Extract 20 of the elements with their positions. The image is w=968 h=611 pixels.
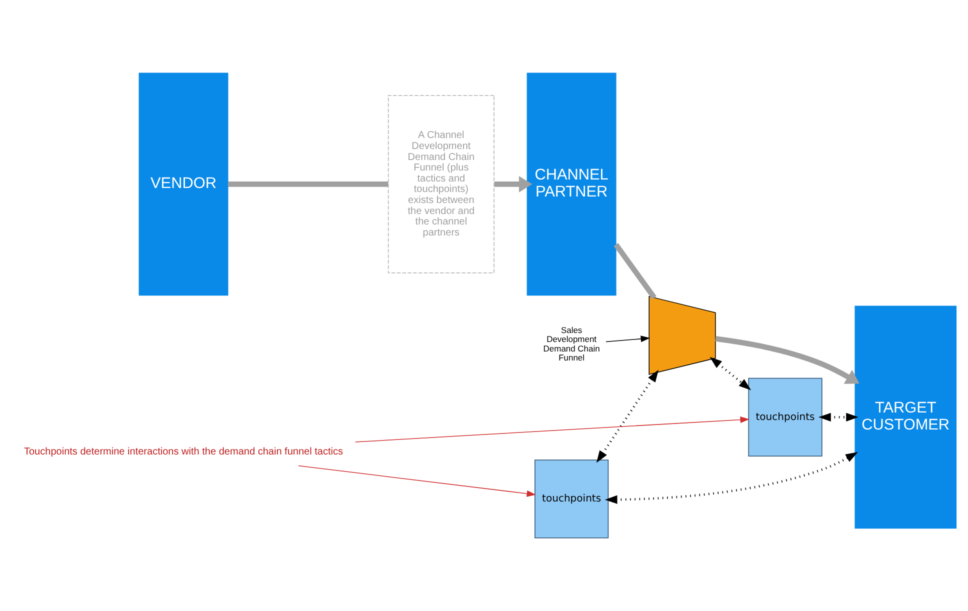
node-box: CHANNEL PARTNER — [526, 72, 616, 296]
connector — [614, 243, 656, 300]
arrow — [604, 452, 858, 504]
node-text: Touchpoints determine interactions with the demand chain funnel tactics — [24, 446, 344, 458]
arrow — [710, 356, 752, 390]
arrow — [494, 176, 532, 192]
arrow — [818, 412, 858, 422]
node-box: VENDOR — [138, 72, 228, 296]
node-box: touchpoints — [748, 378, 822, 457]
node-funnel — [648, 296, 716, 375]
arrow — [354, 416, 750, 442]
arrow — [596, 370, 659, 463]
arrow — [606, 336, 650, 342]
node-box: TARGET CUSTOMER — [854, 306, 957, 529]
arrow — [715, 336, 860, 384]
node-box: A Channel Development Demand Chain Funnel (plus tactics and touchpoints) exists between the vendor and the channel partners — [388, 95, 494, 274]
connector — [228, 181, 388, 187]
node-box: touchpoints — [534, 460, 609, 538]
node-text: Sales Development Demand Chain Funnel — [543, 324, 600, 363]
arrow — [298, 465, 536, 497]
